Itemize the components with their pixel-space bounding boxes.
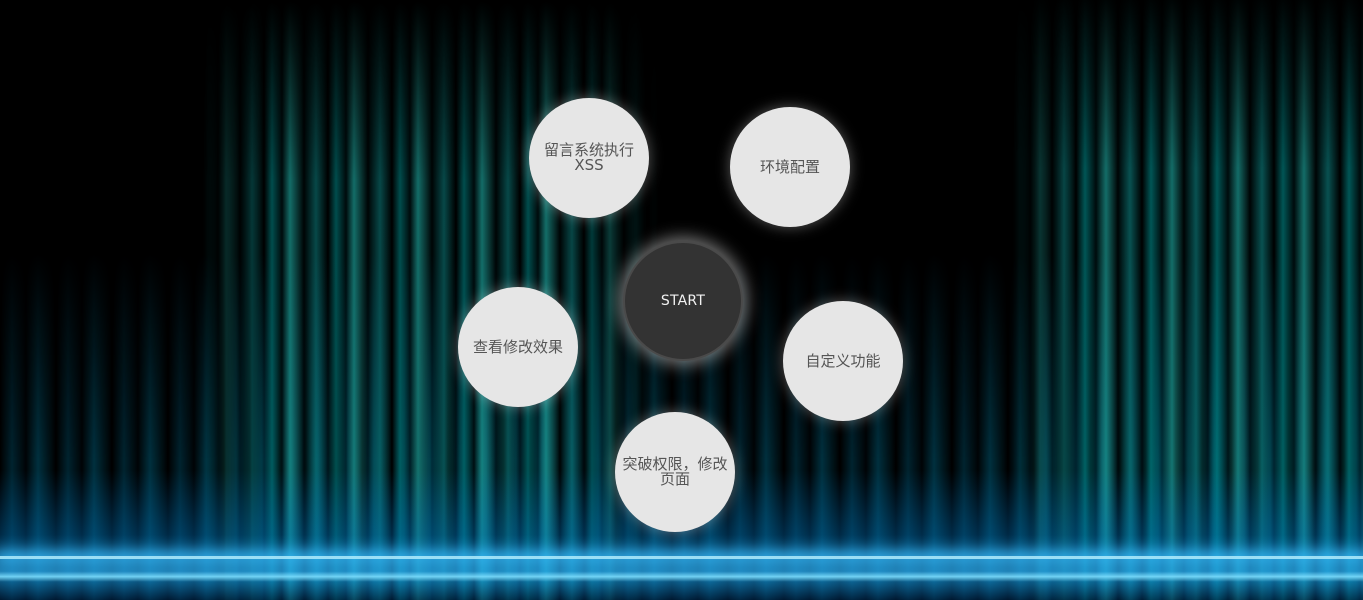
start-button[interactable]: START xyxy=(623,241,743,361)
menu-item-xss[interactable]: 留言系统执行 XSS xyxy=(529,98,649,218)
menu-item-label: 自定义功能 xyxy=(805,351,881,370)
menu-item-environment[interactable]: 环境配置 xyxy=(730,107,850,227)
start-label: START xyxy=(660,293,706,309)
menu-item-break-permissions[interactable]: 突破权限，修改 页面 xyxy=(615,412,735,532)
menu-item-label: 环境配置 xyxy=(759,157,820,176)
menu-item-view-changes[interactable]: 查看修改效果 xyxy=(458,287,578,407)
menu-item-label: 留言系统执行 XSS xyxy=(543,141,634,174)
horizon-light-line xyxy=(0,556,1363,559)
menu-item-label: 突破权限，修改 页面 xyxy=(622,455,728,488)
menu-item-custom-functions[interactable]: 自定义功能 xyxy=(783,301,903,421)
menu-item-label: 查看修改效果 xyxy=(472,337,563,356)
